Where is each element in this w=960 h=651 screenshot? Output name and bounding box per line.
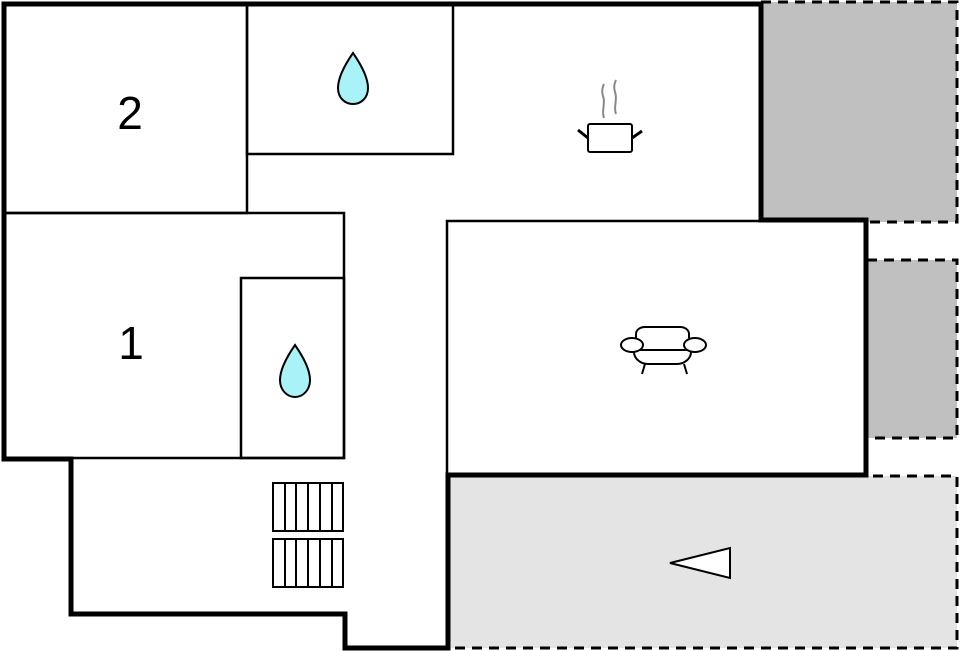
stairs-icon <box>272 482 344 588</box>
terrace-upper <box>759 0 959 224</box>
room-label-bedroom-1: 1 <box>118 317 144 369</box>
room-label-bedroom-2: 2 <box>117 87 143 139</box>
bathroom-lower-walls <box>239 276 346 460</box>
entrance-arrow-icon <box>669 546 731 580</box>
terrace-middle <box>865 258 959 440</box>
armchair-icon <box>620 326 707 375</box>
cooking-pot-icon <box>577 79 643 153</box>
building-floor <box>4 4 866 648</box>
water-drop-icon <box>336 51 370 106</box>
water-drop-icon <box>278 343 312 399</box>
exterior-walls <box>1 1 869 651</box>
